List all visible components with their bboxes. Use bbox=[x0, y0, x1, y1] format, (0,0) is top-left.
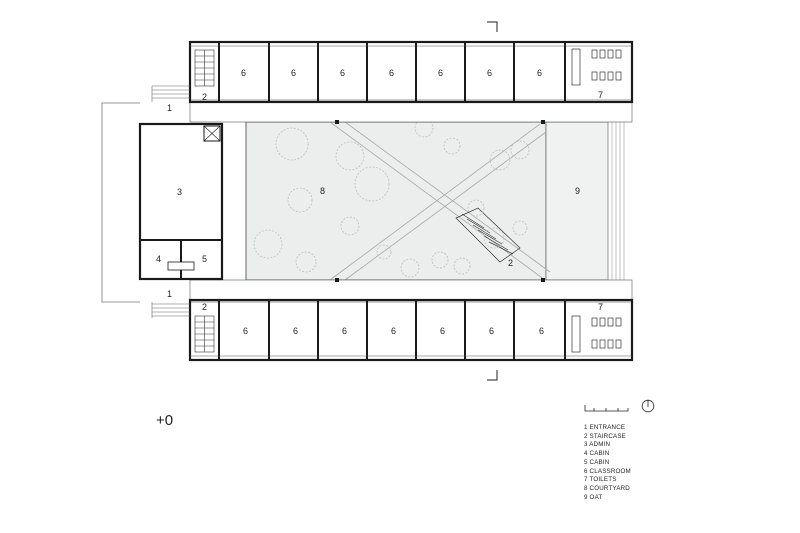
tree-icon bbox=[512, 220, 528, 236]
courtyard-area bbox=[245, 121, 625, 281]
entrance-steps-top bbox=[151, 85, 190, 102]
columns bbox=[335, 120, 545, 282]
label-admin: 3 bbox=[177, 187, 182, 197]
label-classroom-4: 6 bbox=[389, 68, 394, 78]
courtyard-stair bbox=[455, 207, 521, 263]
tree-icon bbox=[340, 216, 360, 236]
label-cabin-a: 4 bbox=[156, 254, 161, 264]
legend-item: 4 CABIN bbox=[584, 450, 610, 458]
entrance-platform bbox=[101, 102, 140, 303]
corridor-bottom bbox=[189, 279, 633, 303]
label-entrance-top: 1 bbox=[167, 103, 172, 113]
label-classroom-11: 6 bbox=[391, 326, 396, 336]
legend-item: 8 COURTYARD bbox=[584, 484, 630, 492]
section-marker-top bbox=[487, 21, 498, 32]
legend-item: 9 OAT bbox=[584, 493, 603, 501]
legend-item: 2 STAIRCASE bbox=[584, 432, 626, 440]
tree-icon bbox=[443, 137, 461, 155]
tree-icon bbox=[510, 140, 530, 160]
legend-item: 3 ADMIN bbox=[584, 441, 611, 449]
label-classroom-12: 6 bbox=[440, 326, 445, 336]
label-classroom-9: 6 bbox=[293, 326, 298, 336]
north-arrow-icon bbox=[641, 399, 655, 413]
label-classroom-10: 6 bbox=[342, 326, 347, 336]
tree-icon bbox=[453, 257, 471, 275]
toilet-fixtures-top bbox=[571, 48, 622, 86]
tree-icon bbox=[376, 244, 392, 260]
label-toilets-top: 7 bbox=[598, 90, 603, 100]
label-entrance-bottom: 1 bbox=[167, 289, 172, 299]
tree-icon bbox=[483, 227, 505, 249]
tree-icon bbox=[431, 251, 449, 269]
legend: 1 ENTRANCE 2 STAIRCASE 3 ADMIN 4 CABIN 5… bbox=[584, 424, 631, 502]
admin-block bbox=[138, 122, 224, 281]
tree-icon bbox=[287, 187, 313, 213]
toilet-fixtures-bottom bbox=[571, 315, 622, 353]
label-staircase-bottom: 2 bbox=[202, 302, 207, 312]
label-classroom-3: 6 bbox=[340, 68, 345, 78]
label-cabin-b: 5 bbox=[202, 254, 207, 264]
stair-top bbox=[194, 49, 215, 87]
label-classroom-8: 6 bbox=[243, 326, 248, 336]
tree-icon bbox=[253, 229, 283, 259]
label-courtyard: 8 bbox=[320, 186, 325, 196]
tree-icon bbox=[400, 258, 420, 278]
label-classroom-5: 6 bbox=[438, 68, 443, 78]
classroom-block-bottom bbox=[188, 298, 634, 362]
label-toilets-bottom: 7 bbox=[598, 302, 603, 312]
stair-bottom bbox=[194, 315, 215, 353]
legend-item: 5 CABIN bbox=[584, 458, 610, 466]
legend-item: 6 CLASSROOM bbox=[584, 467, 631, 475]
tree-icon bbox=[467, 199, 485, 217]
label-classroom-14: 6 bbox=[539, 326, 544, 336]
tree-icon bbox=[354, 166, 390, 202]
label-classroom-2: 6 bbox=[291, 68, 296, 78]
entrance-steps-bottom bbox=[151, 302, 190, 318]
section-marker-bottom bbox=[487, 370, 498, 381]
label-classroom-7: 6 bbox=[537, 68, 542, 78]
scale-bar-icon bbox=[584, 405, 629, 412]
corridor-top bbox=[189, 99, 633, 123]
label-staircase-top: 2 bbox=[202, 92, 207, 102]
label-staircase-courtyard: 2 bbox=[508, 258, 513, 268]
label-oat: 9 bbox=[575, 186, 580, 196]
tree-icon bbox=[295, 251, 317, 273]
tree-icon bbox=[275, 127, 309, 161]
label-classroom-1: 6 bbox=[241, 68, 246, 78]
classroom-block-top bbox=[188, 40, 634, 104]
tree-icon bbox=[335, 141, 365, 171]
tree-icon bbox=[489, 149, 511, 171]
label-classroom-6: 6 bbox=[487, 68, 492, 78]
legend-item: 1 ENTRANCE bbox=[584, 424, 626, 431]
label-classroom-13: 6 bbox=[489, 326, 494, 336]
level-label: +0 bbox=[156, 412, 174, 429]
legend-item: 7 TOILETS bbox=[584, 476, 617, 484]
